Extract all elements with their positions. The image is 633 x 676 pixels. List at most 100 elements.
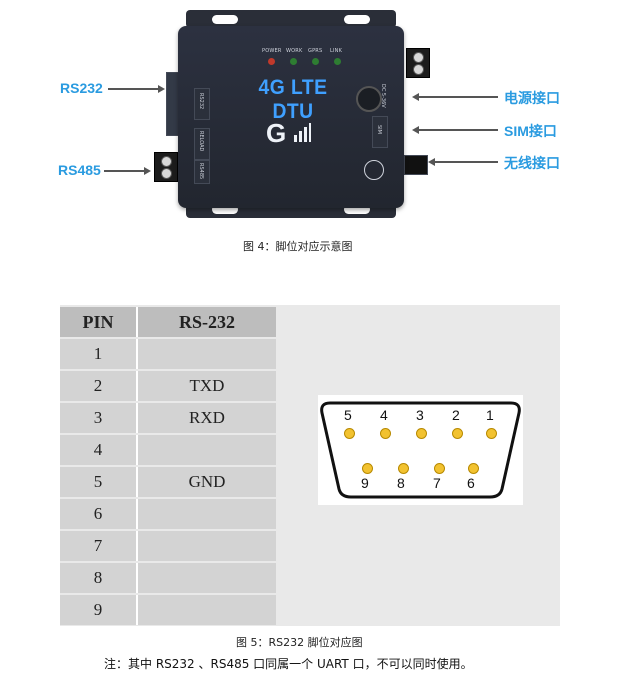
antenna-connector bbox=[404, 155, 428, 175]
callout-power: 电源接口 bbox=[504, 90, 560, 106]
arrow-rs485-head bbox=[144, 167, 151, 175]
rs232-face-label: RS232 bbox=[198, 93, 204, 110]
arrow-rs232-head bbox=[158, 85, 165, 93]
pin-label-bottom: 6 bbox=[467, 475, 475, 491]
pin-cell: 5 bbox=[60, 467, 136, 497]
reload-face-label: RELOAD bbox=[198, 131, 204, 152]
pin-cell: 6 bbox=[60, 499, 136, 529]
led-work bbox=[290, 58, 297, 65]
pin-label-top: 5 bbox=[344, 407, 352, 423]
led-label-gprs: GPRS bbox=[308, 48, 323, 54]
table-row: 9 bbox=[60, 595, 276, 625]
device-figure: POWER WORK GPRS LINK 4G LTE DTU G RS232 … bbox=[0, 0, 633, 253]
signal-cell bbox=[136, 563, 276, 593]
led-label-work: WORK bbox=[286, 48, 303, 54]
dc-face-label: DC 5-36V bbox=[380, 84, 386, 108]
pin-contact bbox=[486, 428, 497, 439]
signal-cell bbox=[136, 531, 276, 561]
callout-rs232: RS232 bbox=[60, 80, 103, 96]
rs485-face-label: RS485 bbox=[198, 163, 204, 180]
pin-label-top: 4 bbox=[380, 407, 388, 423]
led-label-power: POWER bbox=[262, 48, 282, 54]
sim-face-label: SIM bbox=[376, 125, 382, 134]
table-row: 4 bbox=[60, 435, 276, 465]
arrow-power bbox=[418, 96, 498, 98]
callout-rs485: RS485 bbox=[58, 162, 101, 178]
pin-contact bbox=[434, 463, 445, 474]
pin-cell: 8 bbox=[60, 563, 136, 593]
led-power bbox=[268, 58, 275, 65]
brand-logo: G bbox=[266, 118, 312, 149]
arrow-wireless bbox=[434, 161, 498, 163]
pin-contact bbox=[398, 463, 409, 474]
pin-cell: 4 bbox=[60, 435, 136, 465]
wireless-icon bbox=[364, 160, 384, 180]
signal-cell bbox=[136, 339, 276, 369]
signal-cell: GND bbox=[136, 467, 276, 497]
reload-label-block: RELOAD bbox=[194, 128, 210, 160]
arrow-power-head bbox=[412, 93, 419, 101]
device-title: 4G LTE DTU bbox=[258, 76, 328, 123]
header-rs232: RS-232 bbox=[136, 307, 276, 337]
table-header-row: PIN RS-232 bbox=[60, 307, 276, 337]
pin-cell: 1 bbox=[60, 339, 136, 369]
pin-contact bbox=[344, 428, 355, 439]
header-pin: PIN bbox=[60, 307, 136, 337]
pin-label-top: 1 bbox=[486, 407, 494, 423]
arrow-rs485 bbox=[104, 170, 146, 172]
sim-slot: SIM bbox=[372, 116, 388, 148]
signal-cell bbox=[136, 435, 276, 465]
rs232-label-block: RS232 bbox=[194, 88, 210, 120]
led-link bbox=[334, 58, 341, 65]
usage-note: 注：其中 RS232 、RS485 口同属一个 UART 口，不可以同时使用。 bbox=[104, 657, 473, 671]
figure5-caption: 图 5：RS232 脚位对应图 bbox=[236, 636, 363, 649]
dc-jack bbox=[356, 86, 382, 112]
callout-wireless: 无线接口 bbox=[504, 155, 560, 171]
signal-cell: RXD bbox=[136, 403, 276, 433]
device-top-ear bbox=[186, 10, 396, 28]
pin-label-bottom: 9 bbox=[361, 475, 369, 491]
arrow-sim-head bbox=[412, 126, 419, 134]
signal-cell bbox=[136, 595, 276, 625]
pin-cell: 9 bbox=[60, 595, 136, 625]
arrow-wireless-head bbox=[428, 158, 435, 166]
pin-contact bbox=[380, 428, 391, 439]
pin-label-bottom: 8 bbox=[397, 475, 405, 491]
table-row: 7 bbox=[60, 531, 276, 561]
arrow-sim bbox=[418, 129, 498, 131]
power-terminal-block bbox=[406, 48, 430, 78]
led-gprs bbox=[312, 58, 319, 65]
signal-bars-icon bbox=[294, 123, 312, 142]
pin-contact bbox=[416, 428, 427, 439]
pin-contact bbox=[362, 463, 373, 474]
pin-cell: 2 bbox=[60, 371, 136, 401]
pin-label-bottom: 7 bbox=[433, 475, 441, 491]
figure4-caption: 图 4：脚位对应示意图 bbox=[243, 240, 353, 253]
db9-connector-diagram: 5 4 3 2 1 9 8 7 6 bbox=[318, 395, 523, 505]
device-body bbox=[178, 26, 404, 208]
arrow-rs232 bbox=[108, 88, 160, 90]
table-row: 8 bbox=[60, 563, 276, 593]
table-row: 6 bbox=[60, 499, 276, 529]
rs485-terminal-block bbox=[154, 152, 178, 182]
signal-cell: TXD bbox=[136, 371, 276, 401]
signal-cell bbox=[136, 499, 276, 529]
db9-outline-icon bbox=[320, 401, 521, 499]
pin-label-top: 2 bbox=[452, 407, 460, 423]
table-row: 1 bbox=[60, 339, 276, 369]
pin-label-top: 3 bbox=[416, 407, 424, 423]
pin-cell: 3 bbox=[60, 403, 136, 433]
rs485-label-block: RS485 bbox=[194, 160, 210, 184]
callout-sim: SIM接口 bbox=[504, 123, 557, 139]
pin-cell: 7 bbox=[60, 531, 136, 561]
logo-letter: G bbox=[266, 118, 287, 148]
led-row: POWER WORK GPRS LINK bbox=[262, 48, 352, 72]
pin-contact bbox=[452, 428, 463, 439]
led-label-link: LINK bbox=[330, 48, 343, 54]
pin-contact bbox=[468, 463, 479, 474]
